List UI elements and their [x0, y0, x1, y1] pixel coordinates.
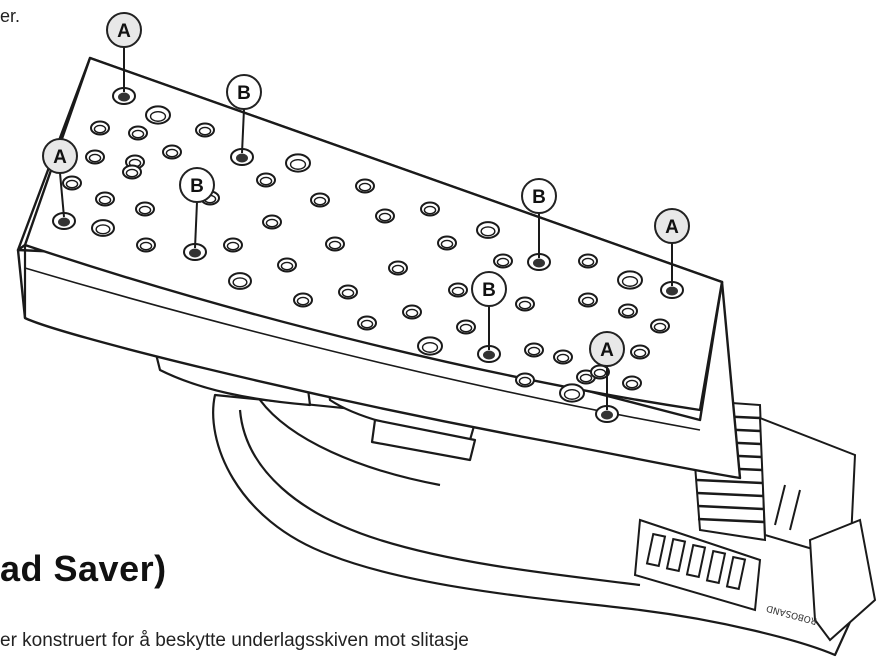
- plate-hole: [91, 219, 115, 237]
- screw-hole: [230, 148, 254, 166]
- plate-hole: [388, 260, 408, 276]
- plate-hole: [622, 375, 642, 391]
- callout-b: B: [521, 178, 557, 258]
- callout-a: A: [106, 12, 142, 92]
- callout-b: B: [226, 74, 262, 154]
- plate-hole: [90, 120, 110, 136]
- plate-hole: [95, 191, 115, 207]
- plate-hole: [357, 315, 377, 331]
- plate-hole: [325, 236, 345, 252]
- plate-hole: [493, 253, 513, 269]
- callout-label: A: [117, 21, 131, 42]
- plate-hole: [62, 175, 82, 191]
- plate-hole: [256, 172, 276, 188]
- text-fragment-top: er.: [0, 6, 21, 26]
- callout-label: B: [190, 176, 204, 197]
- sanding-plate: [16, 56, 742, 480]
- plate-hole: [417, 336, 443, 356]
- plate-hole: [136, 237, 156, 253]
- plate-hole: [578, 253, 598, 269]
- callout-markers: A A B B B B A A: [42, 12, 690, 410]
- plate-hole: [420, 201, 440, 217]
- callout-a: A: [42, 138, 78, 218]
- callout-label: A: [53, 147, 67, 168]
- callout-label: B: [532, 187, 546, 208]
- plate-hole: [128, 125, 148, 141]
- screw-hole: [477, 345, 501, 363]
- callout-b: B: [179, 167, 215, 249]
- section-heading: ad Saver): [0, 548, 167, 589]
- callout-a: A: [654, 208, 690, 286]
- plate-hole: [515, 372, 535, 388]
- plate-hole: [262, 214, 282, 230]
- plate-hole: [515, 296, 535, 312]
- plate-hole: [135, 201, 155, 217]
- plate-hole: [293, 292, 313, 308]
- callout-label: B: [237, 83, 251, 104]
- plate-hole: [476, 221, 500, 239]
- screw-hole: [595, 405, 619, 423]
- plate-hole: [630, 344, 650, 360]
- plate-hole: [195, 122, 215, 138]
- plate-hole: [310, 192, 330, 208]
- plate-hole: [524, 342, 544, 358]
- plate-hole: [85, 149, 105, 165]
- plate-hole: [456, 319, 476, 335]
- section-body-text: er konstruert for å beskytte underlagssk…: [0, 630, 469, 651]
- plate-hole: [338, 284, 358, 300]
- plate-hole: [228, 272, 252, 290]
- plate-hole: [578, 292, 598, 308]
- plate-hole: [145, 105, 171, 125]
- plate-hole: [618, 303, 638, 319]
- callout-a: A: [589, 331, 625, 410]
- plate-hole: [617, 270, 643, 290]
- plate-hole: [285, 153, 311, 173]
- plate-hole: [437, 235, 457, 251]
- plate-hole: [559, 383, 585, 403]
- plate-hole: [553, 349, 573, 365]
- plate-hole: [650, 318, 670, 334]
- callout-label: B: [482, 280, 496, 301]
- plate-hole: [277, 257, 297, 273]
- plate-hole: [448, 282, 468, 298]
- callout-label: A: [600, 340, 614, 361]
- callout-label: A: [665, 217, 679, 238]
- plate-hole: [355, 178, 375, 194]
- plate-hole: [162, 144, 182, 160]
- plate-hole: [375, 208, 395, 224]
- plate-hole: [122, 164, 142, 180]
- plate-hole: [223, 237, 243, 253]
- callout-b: B: [471, 271, 507, 350]
- plate-hole: [402, 304, 422, 320]
- screw-hole: [52, 212, 76, 230]
